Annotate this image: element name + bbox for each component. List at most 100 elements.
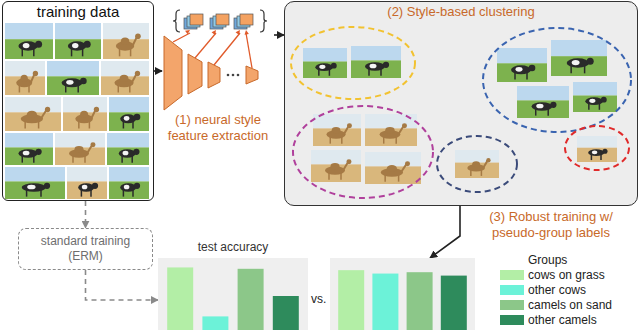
text-label: Groups <box>528 254 567 267</box>
photo-ground <box>351 60 401 78</box>
graphic <box>21 75 28 82</box>
animal <box>380 123 407 143</box>
text-label: vs. <box>311 293 326 306</box>
photo-ground <box>303 62 347 79</box>
photo-sky <box>311 150 361 164</box>
feature-map <box>240 14 253 25</box>
photo-sky <box>5 23 53 39</box>
graphic <box>587 58 594 65</box>
animal <box>588 149 607 160</box>
photo <box>351 46 401 78</box>
photo-sky <box>365 114 417 128</box>
legend-swatch <box>500 285 524 295</box>
photo-ground <box>573 96 617 113</box>
photo <box>573 82 617 112</box>
photo <box>5 133 53 165</box>
feature-stack <box>184 14 203 29</box>
graphic <box>347 159 352 164</box>
photo <box>55 23 101 59</box>
photo-sky <box>109 167 149 181</box>
legend-swatch <box>500 270 524 280</box>
animal <box>120 183 140 197</box>
animal <box>315 63 336 76</box>
animal-part <box>119 149 136 157</box>
bar <box>441 276 467 330</box>
animal-part <box>124 116 130 121</box>
photo-sky <box>107 133 149 147</box>
animal-part <box>23 43 30 48</box>
photo-sky <box>5 97 61 112</box>
cluster-outline <box>293 106 433 198</box>
animal-part <box>572 60 580 65</box>
feature-arrow <box>173 30 190 42</box>
graphic <box>27 111 37 118</box>
graphic <box>84 41 91 48</box>
photo <box>5 61 45 95</box>
animal <box>21 107 51 129</box>
graphic <box>75 146 84 153</box>
photo <box>67 167 107 199</box>
graphic <box>385 127 394 134</box>
animal <box>325 159 351 179</box>
graphic <box>45 107 50 112</box>
graphic <box>387 165 397 172</box>
animal-part <box>588 149 604 156</box>
animal <box>75 107 99 129</box>
graphic <box>602 149 607 154</box>
animal-part <box>120 114 136 123</box>
photo-sky <box>517 86 569 100</box>
photo <box>103 23 149 59</box>
animal-part <box>315 63 333 71</box>
feature-map <box>190 14 203 25</box>
feature-map <box>216 14 229 25</box>
photo <box>107 133 149 165</box>
photo <box>313 114 361 146</box>
legend-text: other cows <box>528 284 586 297</box>
photo <box>5 23 53 59</box>
animal-part <box>27 185 35 190</box>
photo-ground <box>67 181 107 199</box>
animal-part <box>66 80 73 85</box>
photo <box>365 114 417 146</box>
cluster <box>293 106 433 198</box>
node-label: (2) Style-based clustering <box>285 4 637 20</box>
animal-part <box>18 41 37 50</box>
cluster-outline <box>437 136 517 192</box>
animal <box>78 183 98 197</box>
graphic <box>80 111 88 118</box>
animal <box>114 71 140 93</box>
photo-sky <box>109 97 149 112</box>
animal <box>326 123 352 143</box>
animal-part <box>319 65 325 69</box>
photo <box>5 167 65 199</box>
graphic <box>331 63 337 69</box>
network-layer <box>208 62 220 88</box>
animal <box>567 58 594 74</box>
bar-plot <box>330 258 475 330</box>
photo-sky <box>5 133 53 147</box>
node-label: (1) neural style feature extraction <box>162 112 274 144</box>
graphic <box>135 71 140 76</box>
animal <box>467 158 490 176</box>
animal-part <box>22 183 46 191</box>
animal <box>69 142 95 162</box>
cluster-outline <box>291 27 415 99</box>
animal-part <box>511 65 531 74</box>
animal <box>585 97 606 110</box>
graphic <box>601 97 607 103</box>
photo-sky <box>67 167 107 181</box>
legend-swatch <box>500 315 524 325</box>
network-layer <box>188 54 202 94</box>
graphic <box>550 102 556 108</box>
feature-arrow <box>245 30 252 68</box>
brace <box>260 10 267 32</box>
photo <box>517 86 569 118</box>
animal-part <box>68 41 86 50</box>
photo <box>497 48 547 82</box>
graphic <box>195 33 216 58</box>
photo <box>63 97 107 131</box>
legend-swatch <box>500 300 524 310</box>
graphic <box>529 65 536 72</box>
animal <box>116 33 141 56</box>
photo-ground <box>55 39 101 59</box>
